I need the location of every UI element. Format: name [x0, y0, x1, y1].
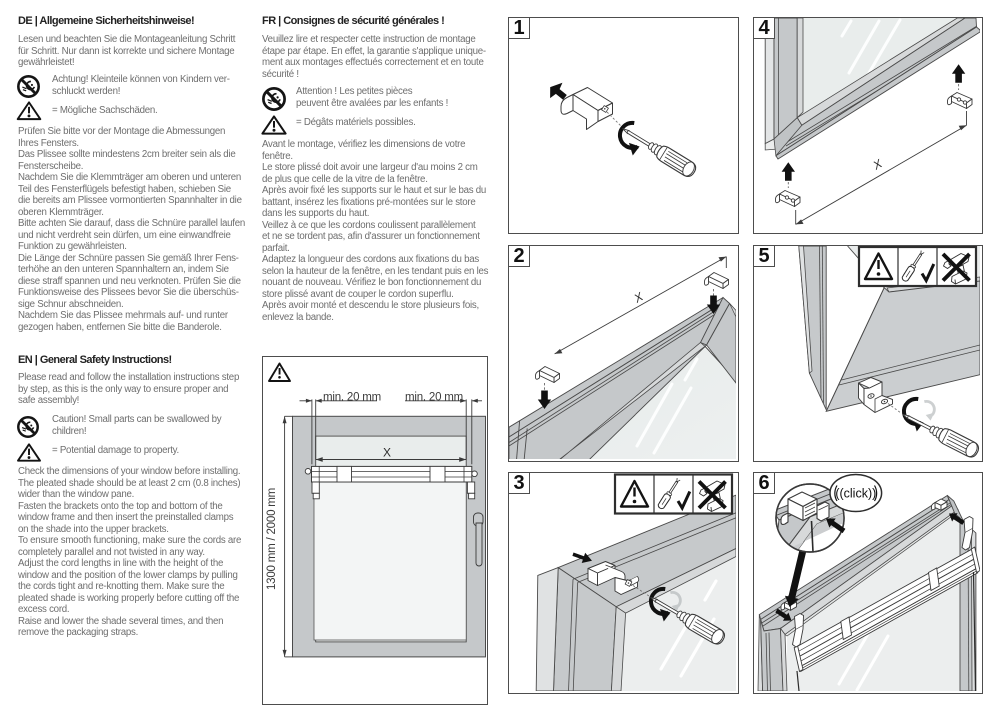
svg-text:1300 mm / 2000 mm: 1300 mm / 2000 mm	[266, 488, 278, 590]
svg-text:((click)): ((click))	[835, 487, 876, 501]
svg-text:X: X	[383, 446, 391, 460]
svg-text:X: X	[870, 156, 886, 173]
svg-text:min. 20 mm: min. 20 mm	[405, 392, 463, 404]
svg-text:min. 20 mm: min. 20 mm	[323, 392, 381, 404]
